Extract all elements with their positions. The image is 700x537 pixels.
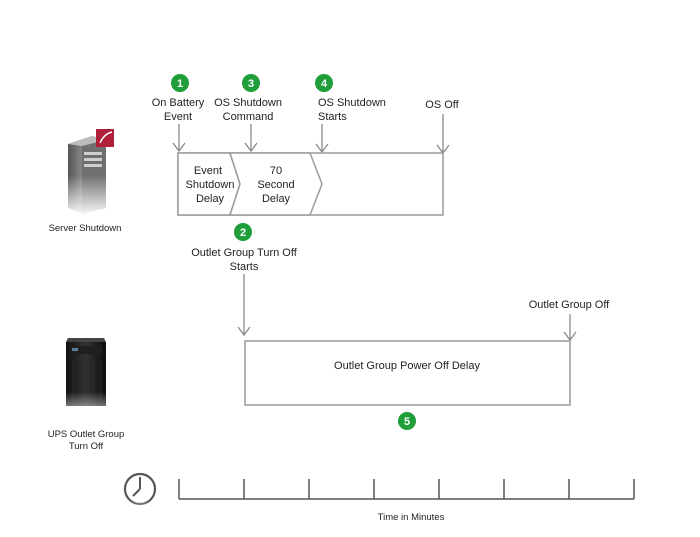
badge-3-number: 3	[248, 78, 254, 90]
event-on-battery: 1 On Battery Event	[152, 74, 205, 153]
badge-1-number: 1	[177, 78, 183, 90]
ups-tower-icon	[60, 338, 114, 426]
server-tower-icon	[60, 129, 120, 217]
timeline-axis	[178, 479, 635, 500]
outlet-delay-label: Outlet Group Power Off Delay	[334, 360, 480, 372]
badge-5	[398, 412, 416, 430]
server-shutdown-bar: Event Shutdown Delay 70 Second Delay	[177, 152, 444, 216]
stage-2-line2: Second	[257, 179, 294, 191]
outlet-start-line1: Outlet Group Turn Off	[191, 247, 298, 259]
event-3-label-line2: Command	[223, 111, 274, 123]
badge-4-number: 4	[321, 78, 328, 90]
stage-1-line2: Shutdown	[186, 179, 235, 191]
server-shutdown-label: Server Shutdown	[49, 223, 122, 234]
stage-2-line1: 70	[270, 165, 282, 177]
arrow-down-icon	[244, 142, 258, 153]
badge-2	[234, 223, 252, 241]
event-os-shutdown-command: 3 OS Shutdown Command	[214, 74, 282, 153]
event-os-off: OS Off	[425, 99, 460, 155]
stage-2-line3: Delay	[262, 193, 291, 205]
outlet-delay-box: Outlet Group Power Off Delay	[244, 340, 571, 406]
ups-label-line1: UPS Outlet Group	[48, 429, 125, 440]
badge-5-number: 5	[404, 416, 410, 428]
badge-1	[171, 74, 189, 92]
event-1-label-line1: On Battery	[152, 97, 205, 109]
stage-1-line3: Delay	[196, 193, 225, 205]
outlet-off-label: Outlet Group Off	[529, 299, 610, 311]
arrow-down-icon	[315, 143, 329, 154]
badge-2-number: 2	[240, 227, 246, 239]
event-4-label-line2: Starts	[318, 111, 347, 123]
clock-icon	[120, 472, 160, 520]
badge-3	[242, 74, 260, 92]
stage-70-second-delay	[228, 152, 323, 216]
badge-4	[315, 74, 333, 92]
arrow-down-icon	[237, 326, 251, 337]
event-os-off-label: OS Off	[425, 99, 459, 111]
ups-label-line2: Turn Off	[69, 441, 104, 452]
timeline-label: Time in Minutes	[378, 512, 445, 523]
event-outlet-group-off: Outlet Group Off	[529, 299, 610, 342]
event-outlet-turn-off-starts: 2 Outlet Group Turn Off Starts	[191, 223, 298, 337]
event-4-label-line1: OS Shutdown	[318, 97, 386, 109]
event-3-label-line1: OS Shutdown	[214, 97, 282, 109]
event-1-label-line2: Event	[164, 111, 192, 123]
outlet-start-line2: Starts	[230, 261, 259, 273]
arrow-down-icon	[563, 331, 577, 342]
stage-1-line1: Event	[194, 165, 222, 177]
event-os-shutdown-starts: 4 OS Shutdown Starts	[315, 74, 386, 154]
arrow-down-icon	[172, 142, 186, 153]
